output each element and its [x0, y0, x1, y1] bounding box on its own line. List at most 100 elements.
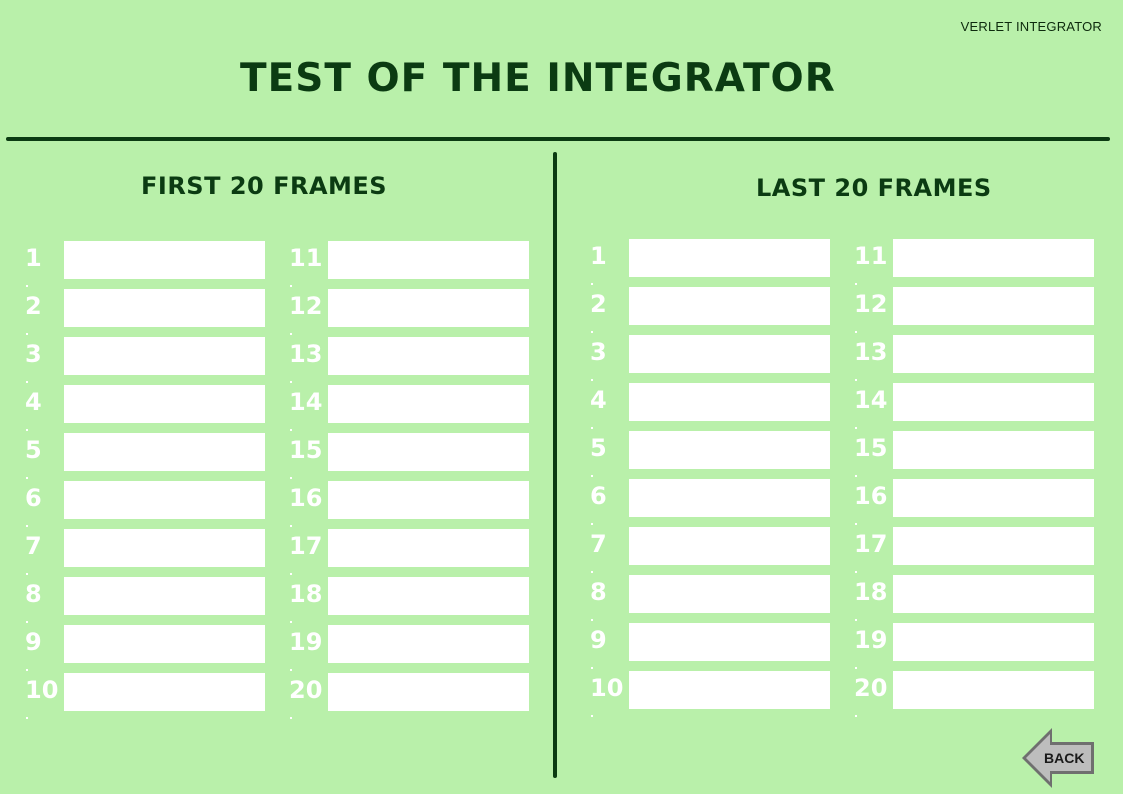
frame-marker	[290, 573, 292, 575]
frame-marker	[855, 523, 857, 525]
frame-value-field[interactable]	[629, 383, 830, 421]
frame-value-field[interactable]	[64, 241, 265, 279]
frame-marker	[26, 381, 28, 383]
frame-marker	[290, 381, 292, 383]
frame-value-field[interactable]	[64, 529, 265, 567]
frame-label: 8	[25, 580, 42, 608]
frame-value-field[interactable]	[64, 433, 265, 471]
frame-label: 9	[590, 626, 607, 654]
frame-value-field[interactable]	[893, 287, 1094, 325]
frame-value-field[interactable]	[629, 575, 830, 613]
frame-value-field[interactable]	[893, 383, 1094, 421]
frame-marker	[591, 379, 593, 381]
frame-marker	[855, 475, 857, 477]
back-button-label: BACK	[1044, 750, 1085, 766]
frame-value-field[interactable]	[893, 239, 1094, 277]
frame-value-field[interactable]	[328, 577, 529, 615]
frame-marker	[591, 283, 593, 285]
frame-label: 20	[289, 676, 323, 704]
frame-marker	[591, 523, 593, 525]
frame-marker	[855, 571, 857, 573]
left-arrow-icon	[1022, 728, 1094, 788]
frame-value-field[interactable]	[629, 431, 830, 469]
frame-value-field[interactable]	[893, 527, 1094, 565]
frame-value-field[interactable]	[893, 479, 1094, 517]
frame-label: 1	[25, 244, 42, 272]
frame-marker	[591, 571, 593, 573]
page-title: TEST OF THE INTEGRATOR	[240, 56, 836, 101]
frame-value-field[interactable]	[328, 529, 529, 567]
frame-label: 14	[289, 388, 323, 416]
frame-value-field[interactable]	[64, 385, 265, 423]
frame-label: 5	[25, 436, 42, 464]
vertical-divider	[553, 152, 557, 778]
frame-marker	[26, 525, 28, 527]
frame-value-field[interactable]	[328, 385, 529, 423]
frame-marker	[290, 717, 292, 719]
frame-marker	[290, 429, 292, 431]
frame-value-field[interactable]	[893, 431, 1094, 469]
horizontal-divider	[6, 137, 1110, 141]
frame-marker	[591, 427, 593, 429]
frame-label: 4	[25, 388, 42, 416]
frame-value-field[interactable]	[893, 671, 1094, 709]
frame-marker	[591, 715, 593, 717]
frame-marker	[290, 621, 292, 623]
frame-value-field[interactable]	[629, 239, 830, 277]
frame-marker	[290, 333, 292, 335]
frame-label: 12	[289, 292, 323, 320]
frame-value-field[interactable]	[893, 335, 1094, 373]
frame-value-field[interactable]	[629, 527, 830, 565]
frame-label: 3	[25, 340, 42, 368]
frame-marker	[855, 667, 857, 669]
frame-value-field[interactable]	[629, 623, 830, 661]
frame-marker	[26, 429, 28, 431]
frame-value-field[interactable]	[64, 577, 265, 615]
frame-marker	[26, 717, 28, 719]
frame-value-field[interactable]	[629, 287, 830, 325]
frame-label: 17	[854, 530, 888, 558]
frame-value-field[interactable]	[328, 337, 529, 375]
frame-marker	[855, 379, 857, 381]
frame-label: 12	[854, 290, 888, 318]
frame-value-field[interactable]	[893, 623, 1094, 661]
frame-label: 3	[590, 338, 607, 366]
frame-marker	[26, 621, 28, 623]
frame-label: 5	[590, 434, 607, 462]
frame-marker	[591, 667, 593, 669]
first-frames-title: FIRST 20 FRAMES	[141, 172, 388, 200]
frame-value-field[interactable]	[629, 335, 830, 373]
frame-marker	[26, 477, 28, 479]
frame-value-field[interactable]	[629, 671, 830, 709]
frame-label: 19	[289, 628, 323, 656]
frame-value-field[interactable]	[328, 481, 529, 519]
frame-marker	[26, 333, 28, 335]
frame-label: 4	[590, 386, 607, 414]
frame-marker	[26, 285, 28, 287]
frame-value-field[interactable]	[328, 625, 529, 663]
frame-value-field[interactable]	[64, 289, 265, 327]
frame-value-field[interactable]	[64, 337, 265, 375]
frame-marker	[855, 283, 857, 285]
frame-value-field[interactable]	[64, 481, 265, 519]
frame-label: 7	[590, 530, 607, 558]
frame-marker	[591, 619, 593, 621]
frame-value-field[interactable]	[629, 479, 830, 517]
frame-value-field[interactable]	[328, 673, 529, 711]
frame-label: 8	[590, 578, 607, 606]
frame-marker	[290, 669, 292, 671]
frame-value-field[interactable]	[328, 289, 529, 327]
frame-label: 20	[854, 674, 888, 702]
frame-value-field[interactable]	[328, 241, 529, 279]
frame-marker	[855, 427, 857, 429]
frame-value-field[interactable]	[328, 433, 529, 471]
frame-value-field[interactable]	[64, 673, 265, 711]
back-button[interactable]: BACK	[1020, 726, 1098, 790]
frame-label: 19	[854, 626, 888, 654]
frame-value-field[interactable]	[64, 625, 265, 663]
app-label: VERLET INTEGRATOR	[960, 19, 1102, 34]
frame-value-field[interactable]	[893, 575, 1094, 613]
frame-marker	[855, 619, 857, 621]
frame-label: 16	[289, 484, 323, 512]
frame-label: 18	[289, 580, 323, 608]
